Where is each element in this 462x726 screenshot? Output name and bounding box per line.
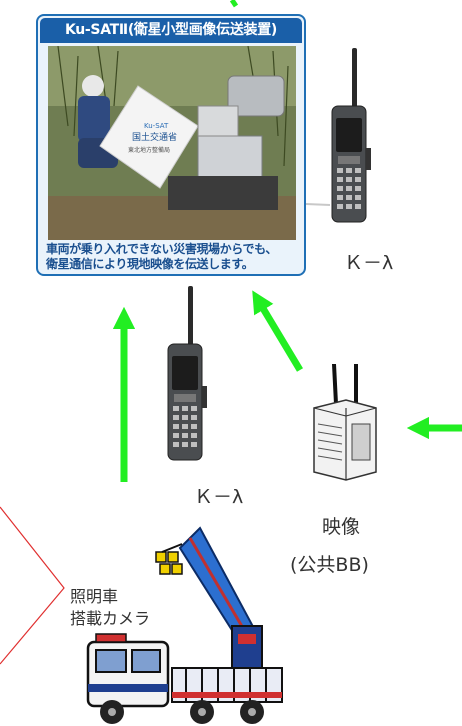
caption-line-2: 衛星通信により現地映像を伝送します。 — [46, 257, 254, 271]
card-caption: 車両が乗り入れできない災害現場からでも、 衛星通信により現地映像を伝送します。 — [46, 242, 300, 272]
label-video-line1: 映像 — [322, 516, 361, 538]
dish-logo-line3: 東北地方整備局 — [128, 146, 170, 154]
label-truck: 照明車 搭載カメラ — [70, 586, 150, 630]
label-truck-line2: 搭載カメラ — [70, 609, 151, 628]
top-arrow-stub — [229, 0, 239, 8]
ku-sat-card: Ku-SATⅡ(衛星小型画像伝送装置) Ku-SAT 国土交通省 東北地方整備局 — [36, 14, 306, 276]
lighting-truck-icon — [86, 526, 283, 724]
caption-line-1: 車両が乗り入れできない災害現場からでも、 — [46, 242, 277, 256]
arrow-video-to-card — [252, 290, 304, 372]
field-photo: Ku-SAT 国土交通省 東北地方整備局 — [48, 46, 296, 240]
radio-handset-icon-right — [331, 48, 371, 223]
dish-logo-line1: Ku-SAT — [144, 122, 169, 130]
callout-lines — [0, 506, 65, 665]
label-radio-right: Ｋ－λ — [344, 252, 394, 274]
label-video-line2: (公共BB) — [290, 554, 369, 576]
card-title: Ku-SATⅡ(衛星小型画像伝送装置) — [40, 18, 302, 43]
label-truck-line1: 照明車 — [70, 587, 119, 606]
video-encoder-icon — [313, 364, 377, 481]
radio-handset-icon-left — [167, 286, 207, 461]
connector-card-to-radio — [305, 203, 331, 206]
helmet-icon — [82, 75, 104, 97]
label-radio-left: Ｋ－λ — [194, 486, 244, 508]
dish-logo-line2: 国土交通省 — [132, 131, 177, 143]
